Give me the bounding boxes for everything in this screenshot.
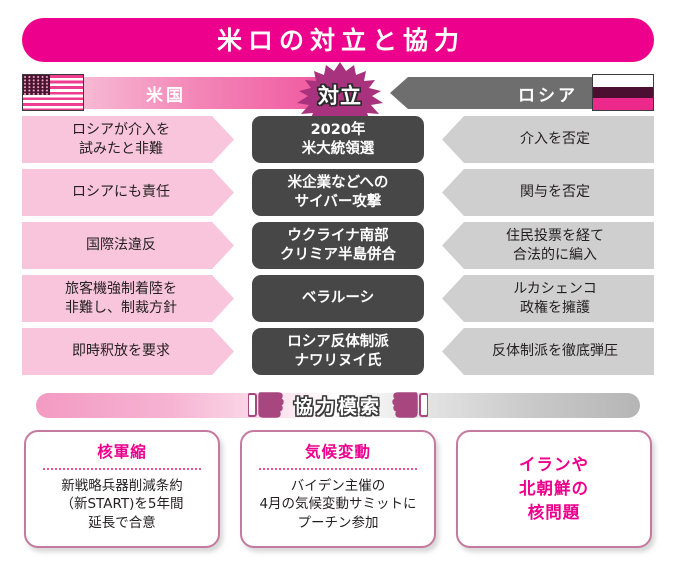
- cooperation-card-title: イランや北朝鮮の核問題: [519, 455, 589, 522]
- topic-cell: 米企業などへのサイバー攻撃: [252, 169, 424, 216]
- card-divider: [43, 467, 201, 470]
- card-divider: [259, 467, 417, 470]
- russia-flag-pink-stripe: [593, 98, 653, 110]
- russia-position-cell: 関与を否定: [442, 169, 654, 216]
- us-position-text: 国際法違反: [86, 237, 156, 254]
- us-position-cell: ロシアにも責任: [22, 169, 234, 216]
- us-flag-canton: [23, 75, 50, 95]
- russia-flag-icon: [592, 74, 654, 111]
- cooperation-card-title: 核軍縮: [97, 443, 147, 461]
- us-position-text: ロシアにも責任: [72, 184, 170, 201]
- us-position-cell: 旅客機強制着陸を非難し、制裁方針: [22, 275, 234, 322]
- us-label: 米国: [146, 85, 186, 106]
- pointing-hand-right-icon: [392, 392, 428, 418]
- table-row: 国際法違反 ウクライナ南部クリミア半島併合 住民投票を経て合法的に編入: [0, 222, 676, 269]
- cooperation-card: イランや北朝鮮の核問題: [456, 430, 652, 548]
- page-title: 米ロの対立と協力: [216, 25, 465, 55]
- russia-position-text: ルカシェンコ政権を擁護: [513, 280, 597, 316]
- topic-text: 米企業などへのサイバー攻撃: [287, 174, 389, 210]
- topic-text: ウクライナ南部クリミア半島併合: [280, 227, 396, 263]
- table-row: 旅客機強制着陸を非難し、制裁方針 ベラルーシ ルカシェンコ政権を擁護: [0, 275, 676, 322]
- table-row: ロシアが介入を試みたと非難 2020年米大統領選 介入を否定: [0, 116, 676, 163]
- russia-position-text: 反体制派を徹底弾圧: [492, 343, 618, 360]
- burst-shape-icon: [297, 62, 383, 128]
- us-position-cell: 国際法違反: [22, 222, 234, 269]
- russia-flag-maroon-stripe: [593, 86, 653, 99]
- topic-cell: ロシア反体制派ナワリヌイ氏: [252, 328, 424, 375]
- russia-position-text: 介入を否定: [520, 131, 590, 148]
- russia-position-cell: ルカシェンコ政権を擁護: [442, 275, 654, 322]
- cooperation-banner-content: 協力模索: [0, 388, 676, 422]
- pointing-hand-left-icon: [247, 392, 284, 418]
- topic-cell: ベラルーシ: [252, 275, 424, 322]
- page-title-banner: 米ロの対立と協力: [22, 18, 654, 62]
- russia-label: ロシア: [518, 85, 578, 106]
- topic-text: 2020年米大統領選: [301, 121, 375, 157]
- cooperation-card-body: 新戦略兵器削減条約（新START)を5年間延長で合意: [60, 477, 184, 532]
- russia-position-cell: 住民投票を経て合法的に編入: [442, 222, 654, 269]
- us-position-cell: 即時釈放を要求: [22, 328, 234, 375]
- cooperation-cards: 核軍縮 新戦略兵器削減条約（新START)を5年間延長で合意 気候変動 バイデン…: [0, 430, 676, 554]
- topic-cell: 2020年米大統領選: [252, 116, 424, 163]
- table-row: 即時釈放を要求 ロシア反体制派ナワリヌイ氏 反体制派を徹底弾圧: [0, 328, 676, 375]
- cooperation-label: 協力模索: [293, 395, 382, 418]
- topic-cell: ウクライナ南部クリミア半島併合: [252, 222, 424, 269]
- russia-position-cell: 介入を否定: [442, 116, 654, 163]
- cooperation-banner: 協力模索: [0, 388, 676, 422]
- conflict-comparison-table: ロシアが介入を試みたと非難 2020年米大統領選 介入を否定 ロシアにも責任 米…: [0, 116, 676, 381]
- russia-flag-white-stripe: [593, 75, 653, 87]
- topic-text: ベラルーシ: [301, 290, 375, 307]
- us-position-cell: ロシアが介入を試みたと非難: [22, 116, 234, 163]
- us-position-text: ロシアが介入を試みたと非難: [72, 121, 170, 157]
- conflict-badge-label: 対立: [318, 84, 362, 108]
- us-position-text: 即時釈放を要求: [72, 343, 170, 360]
- table-row: ロシアにも責任 米企業などへのサイバー攻撃 関与を否定: [0, 169, 676, 216]
- topic-text: ロシア反体制派ナワリヌイ氏: [287, 333, 389, 369]
- us-flag-stars: [23, 75, 50, 95]
- us-side-banner: 米国: [84, 77, 334, 109]
- us-position-text: 旅客機強制着陸を非難し、制裁方針: [65, 280, 177, 316]
- russia-position-cell: 反体制派を徹底弾圧: [442, 328, 654, 375]
- country-header-band: 米国 対立 ロシア: [0, 62, 676, 128]
- cooperation-card-title: 気候変動: [304, 443, 371, 461]
- cooperation-card: 核軍縮 新戦略兵器削減条約（新START)を5年間延長で合意: [24, 430, 220, 548]
- us-flag-icon: [22, 74, 84, 111]
- cooperation-gradient-bar: [36, 393, 640, 418]
- russia-position-text: 関与を否定: [520, 184, 590, 201]
- russia-position-text: 住民投票を経て合法的に編入: [506, 227, 604, 263]
- conflict-burst-badge: 対立: [292, 62, 388, 128]
